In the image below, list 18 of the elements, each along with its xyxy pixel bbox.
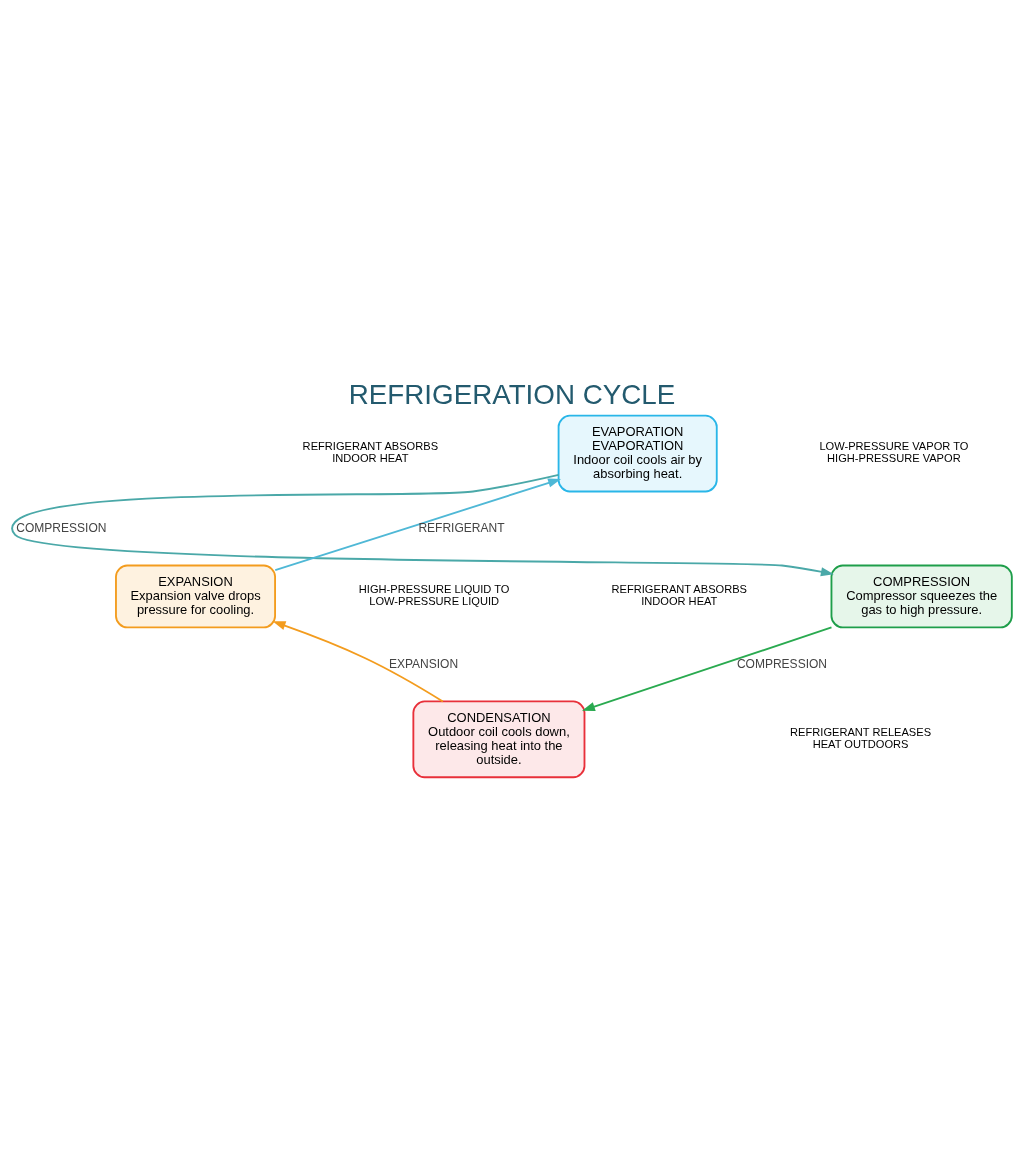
arrow: [11, 473, 834, 576]
label: REFRIGERANT RELEASES HEAT OUTDOORS: [790, 725, 932, 750]
diagram-title: REFRIGERATION CYCLE: [348, 378, 676, 410]
node-box: COMPRESSION Compressor squeezes the gas to high pressure.: [830, 564, 1013, 628]
node-box: EXPANSION Expansion valve drops pressure for cooling.: [115, 564, 276, 628]
edge-label: REFRIGERANT: [418, 520, 505, 535]
label: LOW-PRESSURE VAPOR TO HIGH-PRESSURE VAPOR: [819, 439, 969, 464]
arrow: [274, 478, 562, 571]
edge-label: COMPRESSION: [16, 520, 107, 535]
edge-label: EXPANSION: [388, 656, 459, 671]
label: REFRIGERANT ABSORBS INDOOR HEAT: [611, 582, 748, 607]
label: REFRIGERANT ABSORBS INDOOR HEAT: [302, 439, 439, 464]
arrow: [272, 620, 444, 702]
node-box: CONDENSATION Outdoor coil cools down, releasing heat into the outside.: [412, 700, 586, 778]
label: HIGH-PRESSURE LIQUID TO LOW-PRESSURE LIQUID: [358, 582, 510, 607]
arrow: [581, 626, 833, 711]
edge-label: COMPRESSION: [736, 656, 828, 671]
node-box: EVAPORATION EVAPORATION Indoor coil cools air by absorbing heat.: [557, 414, 718, 492]
